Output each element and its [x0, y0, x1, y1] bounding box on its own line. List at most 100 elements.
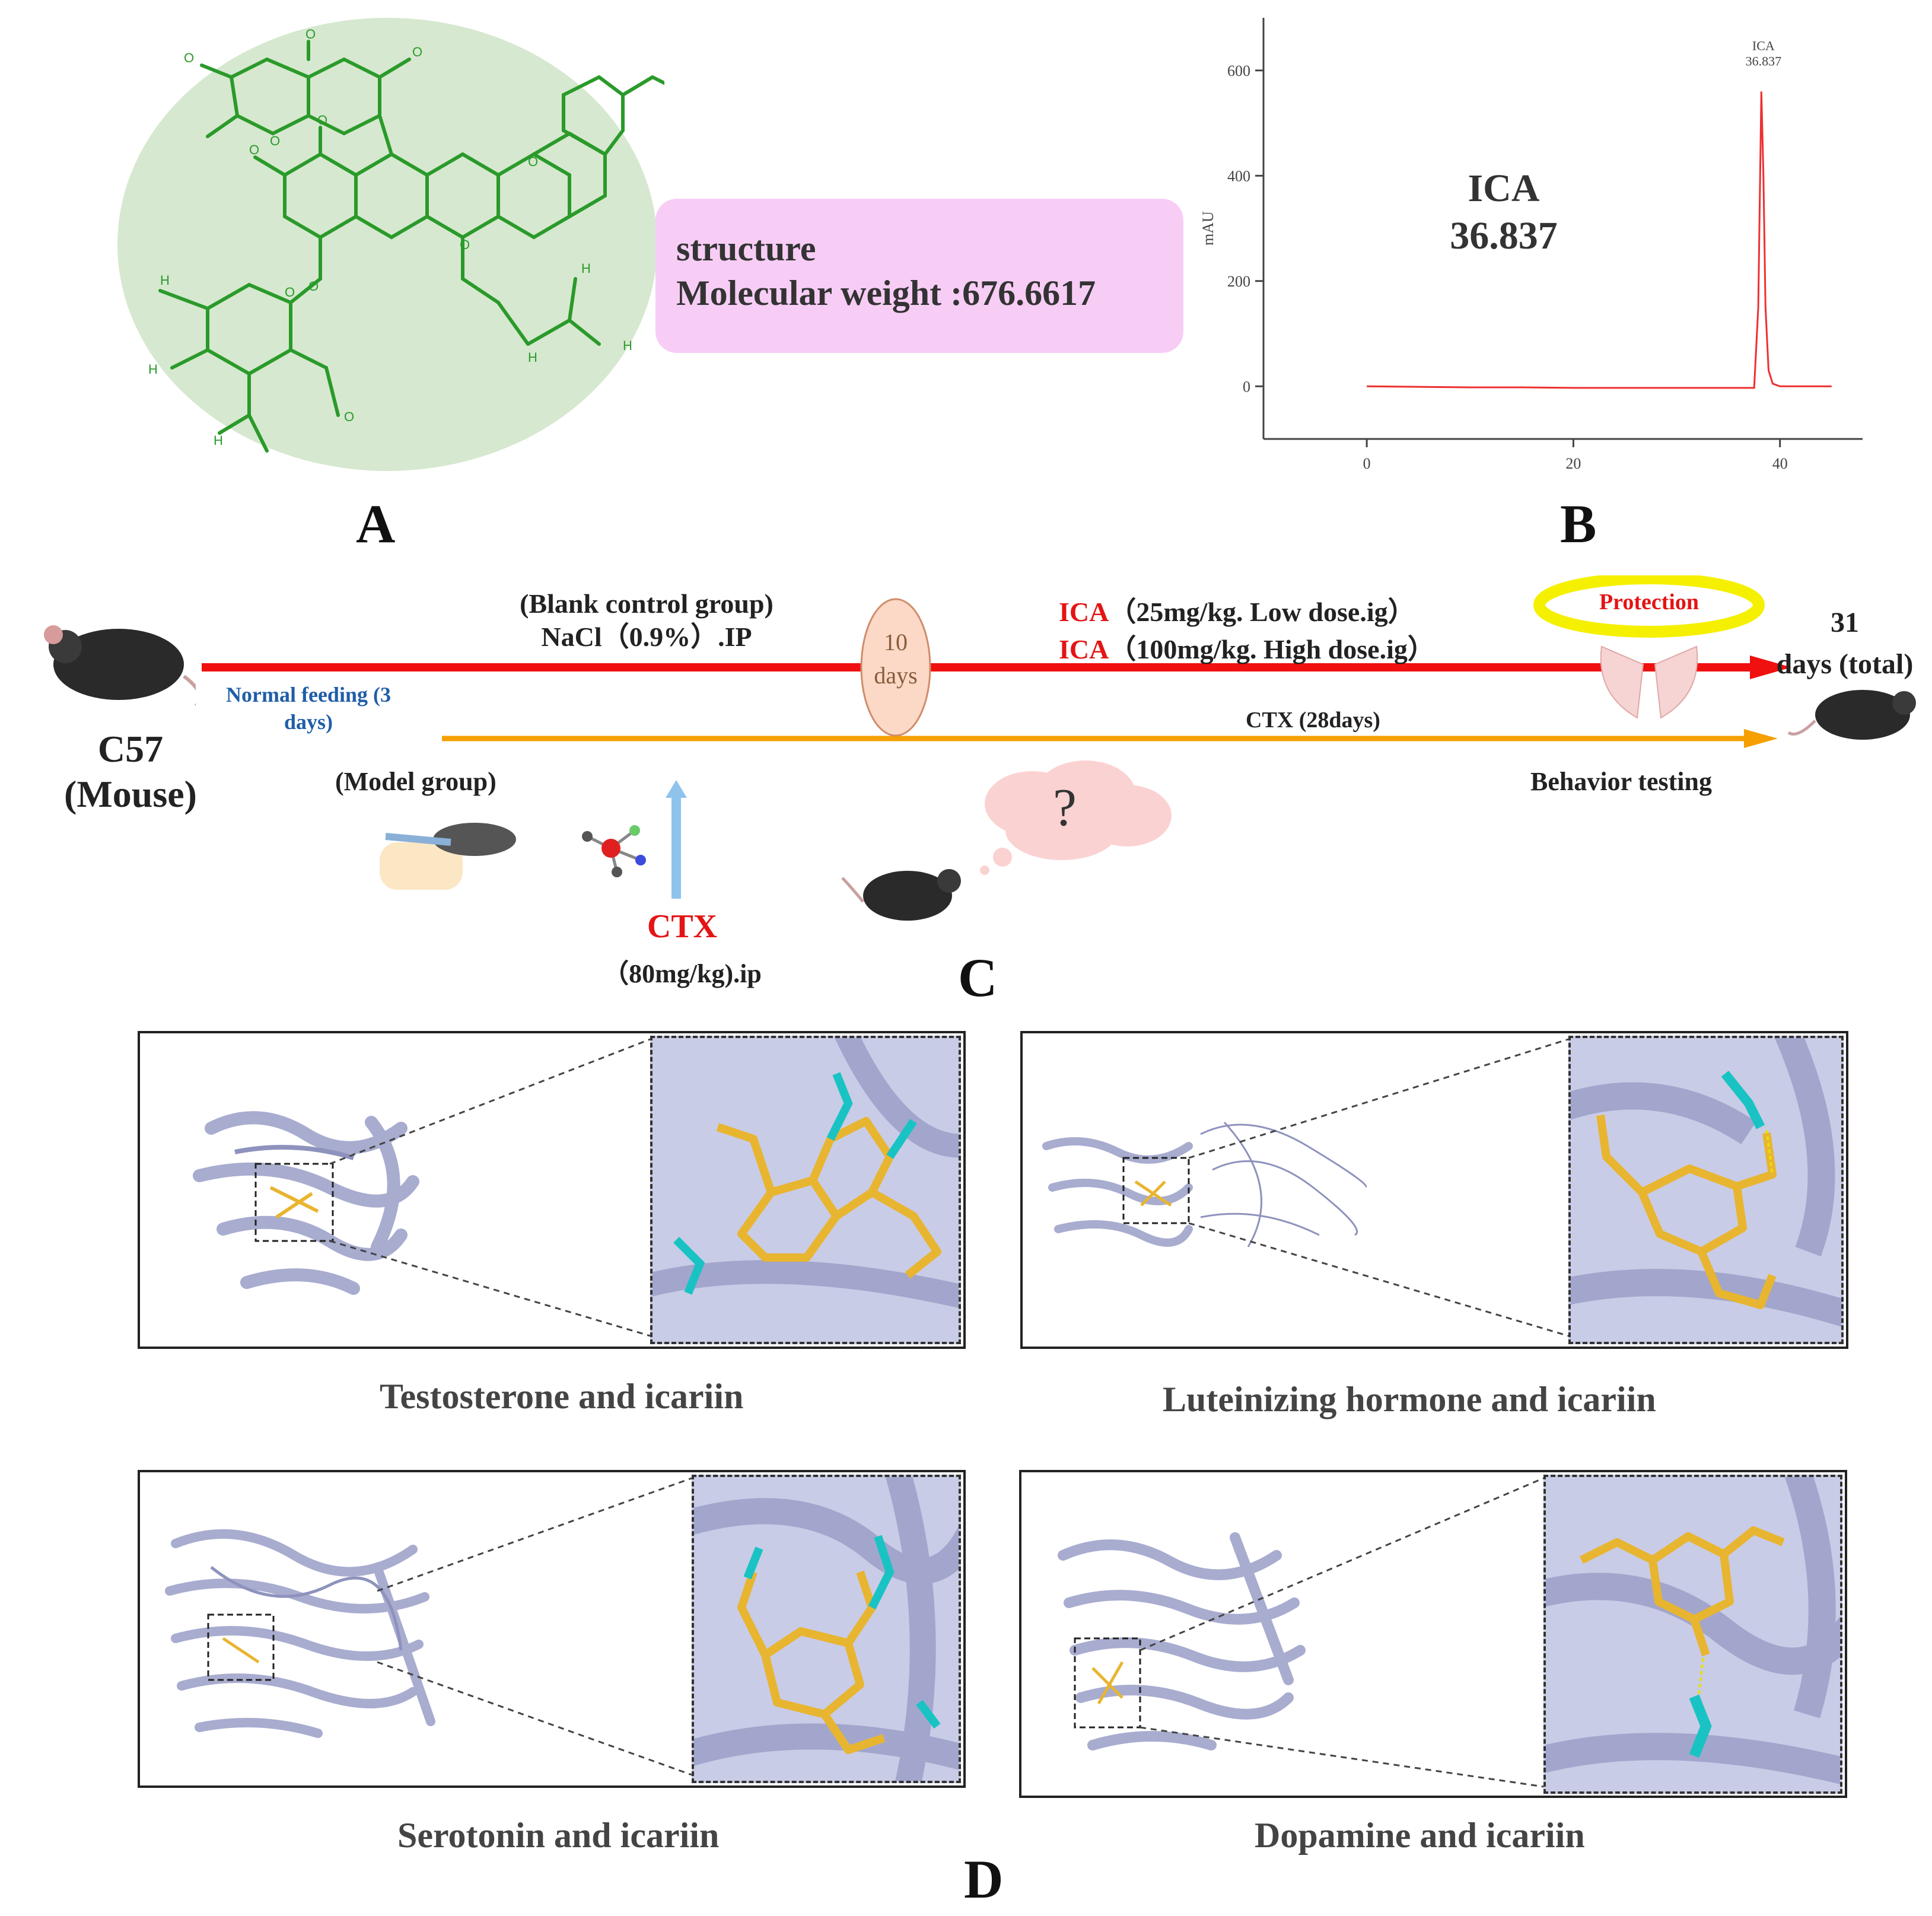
- molecule-info-box: [655, 199, 1183, 353]
- mouse-icon-start: [44, 625, 196, 706]
- ctx-injection-arrow: [666, 780, 687, 899]
- blank-control-group: (Blank control group) NaCl（0.9%）.IP: [469, 587, 825, 654]
- orange-timeline-arrow: [1744, 729, 1778, 748]
- ica-high-prefix: ICA: [1059, 634, 1109, 664]
- svg-text:O: O: [285, 285, 295, 300]
- caption-testosterone: Testosterone and icariin: [380, 1377, 744, 1416]
- svg-text:O: O: [460, 237, 470, 252]
- total-days-number: 31: [1831, 607, 1859, 638]
- structure-label: structure: [676, 229, 816, 268]
- panel-letter-d: D: [964, 1849, 1004, 1909]
- atom-labels: OOO OOO OOO OOO HHH HHH: [148, 27, 632, 448]
- protein-overview: [1042, 1121, 1367, 1247]
- peak-summary: ICA 36.837: [1424, 165, 1584, 260]
- svg-text:O: O: [308, 279, 319, 294]
- red-timeline-arrow: [1750, 655, 1791, 679]
- svg-text:O: O: [249, 142, 259, 157]
- blank-control-title: (Blank control group): [520, 588, 774, 619]
- injection-icon: [380, 823, 516, 890]
- x-tick-label: 0: [1363, 455, 1371, 472]
- y-tick-label: 0: [1243, 378, 1250, 395]
- protein-overview: [165, 1529, 435, 1738]
- panel-letter-b: B: [1560, 494, 1597, 554]
- ica-low-dose-text: （25mg/kg. Low dose.ig）: [1109, 597, 1415, 627]
- ica-high-dose: ICA（100mg/kg. High dose.ig）: [1059, 628, 1435, 667]
- icariin-structure: OOO OOO OOO OOO HHH HHH: [117, 18, 664, 471]
- y-tick-label: 200: [1227, 273, 1250, 290]
- left-hand-icon: [1600, 645, 1644, 719]
- docking-panel-dopamine: [1019, 1470, 1847, 1798]
- svg-text:O: O: [184, 50, 194, 65]
- mouse-strain: C57 (Mouse): [36, 727, 225, 817]
- binding-site-render: [653, 1038, 959, 1309]
- ctx-label: CTX: [647, 908, 718, 945]
- mouse-icon-end: [1787, 690, 1916, 740]
- treatment-timeline: [202, 655, 1791, 679]
- ica-low-prefix: ICA: [1059, 597, 1109, 627]
- zoom-guide-lines: [1140, 1477, 1544, 1788]
- caption-dopamine: Dopamine and icariin: [1255, 1816, 1585, 1855]
- protection-graphic: [1533, 575, 1765, 719]
- ctx-dose-label: （80mg/kg).ip: [603, 959, 762, 988]
- svg-text:O: O: [305, 27, 316, 42]
- svg-text:H: H: [581, 261, 591, 276]
- docking-panel-serotonin: [138, 1470, 966, 1788]
- mouse-strain-name: C57: [97, 728, 164, 770]
- behavior-testing-label: Behavior testing: [1530, 767, 1712, 796]
- protection-label: Protection: [1599, 590, 1699, 615]
- protection-ring: [1533, 575, 1765, 638]
- peak-label-compound: ICA: [1752, 38, 1775, 53]
- caption-serotonin: Serotonin and icariin: [397, 1816, 720, 1855]
- svg-text:H: H: [528, 350, 537, 365]
- svg-text:H: H: [214, 433, 223, 448]
- ica-low-dose: ICA（25mg/kg. Low dose.ig）: [1059, 590, 1415, 629]
- ten-days-label: 10 days: [857, 626, 934, 692]
- docking-panel-testosterone: [138, 1031, 966, 1349]
- structure-background: [117, 18, 657, 471]
- ctx-molecule-icon: [582, 825, 646, 877]
- binding-site-render: [694, 1477, 959, 1781]
- model-group-label: (Model group): [335, 767, 496, 796]
- molecule-bonds: [158, 40, 664, 453]
- normal-feeding-line1: Normal feeding (3: [226, 683, 391, 706]
- docking-panel-luteinizing-hormone: [1020, 1031, 1848, 1349]
- panel-letter-a: A: [356, 494, 396, 554]
- blank-control-treatment: NaCl（0.9%）.IP: [541, 622, 752, 652]
- binding-site-inset: [1568, 1036, 1844, 1344]
- panel-letter-c: C: [958, 947, 998, 1008]
- caption-luteinizing-hormone: Luteinizing hormone and icariin: [1163, 1380, 1656, 1419]
- ctx-duration-label: CTX (28days): [1246, 708, 1380, 733]
- svg-text:O: O: [344, 409, 354, 424]
- y-tick-label: 400: [1227, 167, 1250, 184]
- peak-summary-compound: ICA: [1468, 167, 1540, 210]
- mouse-icon-model: [841, 869, 961, 921]
- svg-text:O: O: [270, 133, 280, 148]
- thought-cloud: [980, 760, 1172, 875]
- peak-label-time: 36.837: [1746, 53, 1782, 68]
- y-tick-label: 600: [1227, 62, 1250, 79]
- normal-feeding-line2: days): [284, 710, 333, 734]
- total-days: 31 days (total): [1759, 602, 1931, 685]
- binding-site-render: [1571, 1038, 1841, 1327]
- peak-summary-time: 36.837: [1450, 214, 1558, 257]
- protein-overview: [1058, 1532, 1306, 1751]
- protein-overview: [193, 1111, 419, 1295]
- y-axis-label: mAU: [1199, 211, 1217, 246]
- ica-high-dose-text: （100mg/kg. High dose.ig）: [1109, 634, 1435, 664]
- question-mark: ?: [1053, 778, 1077, 837]
- molecular-weight-label: Molecular weight :676.6617: [676, 273, 1096, 313]
- svg-text:O: O: [412, 44, 422, 59]
- ten-days-unit: days: [874, 662, 918, 689]
- svg-text:H: H: [148, 362, 158, 377]
- x-tick-label: 40: [1772, 455, 1788, 472]
- ctx-timeline: [442, 729, 1778, 748]
- binding-site-inset: [650, 1036, 961, 1344]
- y-ticks: 0 200 400 600: [1227, 62, 1263, 395]
- svg-text:O: O: [528, 154, 538, 169]
- right-hand-icon: [1654, 645, 1698, 719]
- zoom-guide-lines: [1188, 1038, 1569, 1337]
- svg-text:H: H: [160, 273, 170, 288]
- binding-site-render: [1546, 1477, 1840, 1784]
